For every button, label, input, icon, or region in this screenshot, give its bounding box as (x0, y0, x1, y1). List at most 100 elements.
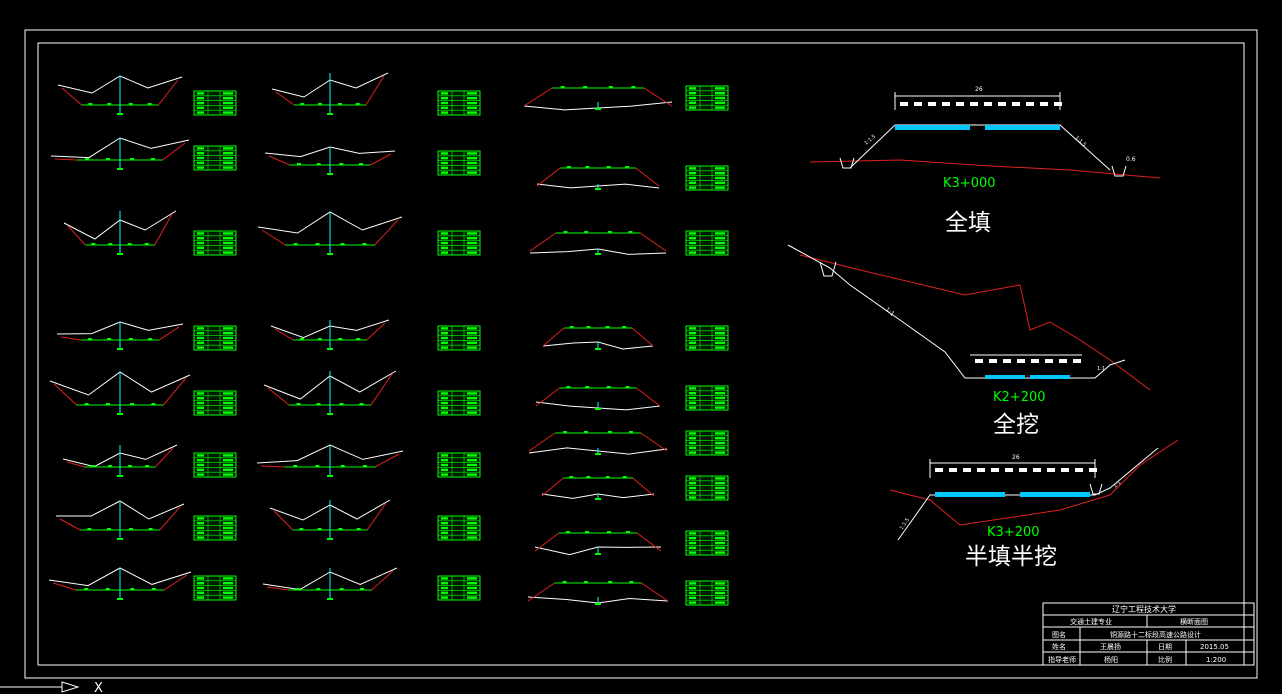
marker (88, 103, 93, 105)
marker (628, 431, 633, 433)
table-cell (223, 473, 233, 476)
section-table (437, 575, 481, 601)
marker (628, 231, 633, 233)
table-cell (197, 397, 204, 400)
table-cell (467, 161, 477, 165)
marker (84, 588, 89, 590)
typical-section-fill: 26 1:1.5 1:1.5 0.6 K3+000 全填 (809, 86, 1161, 236)
table-cell (715, 172, 725, 175)
table-cell (689, 601, 696, 604)
table-cell (689, 446, 696, 449)
marker (362, 465, 367, 467)
table-cell (689, 92, 696, 95)
table-cell (441, 341, 448, 344)
marker (622, 476, 627, 478)
section-table (685, 325, 729, 351)
table-cell (441, 106, 448, 109)
table-cell (223, 101, 233, 105)
cross-section (256, 444, 481, 478)
marker (584, 231, 589, 233)
dim-text-block (984, 102, 992, 106)
cross-section (48, 567, 237, 601)
cross-section (534, 530, 729, 556)
table-cell (689, 232, 696, 235)
table-cell (467, 241, 477, 245)
section-table (437, 90, 481, 116)
table-cell (197, 156, 204, 160)
marker (338, 103, 343, 105)
table-cell (441, 346, 448, 349)
table-cell (715, 336, 725, 340)
table-cell (223, 241, 233, 245)
table-cell (467, 251, 477, 254)
table-cell (689, 451, 696, 454)
dim-text-block (1031, 359, 1039, 363)
ucs-axis-icon: X (0, 681, 103, 694)
dim-text-block (1040, 102, 1048, 106)
station-tag (327, 113, 333, 115)
table-cell (223, 92, 233, 95)
station-tag (327, 598, 333, 600)
table-cell (689, 251, 696, 254)
marker (315, 465, 320, 467)
table-cell (467, 586, 477, 590)
dim-text-block (963, 468, 971, 472)
table-cell (715, 327, 725, 330)
table-cell (223, 401, 233, 405)
table-cell (441, 161, 448, 165)
fill-title: 全填 (945, 210, 991, 236)
table-cell (223, 152, 233, 155)
marker (105, 403, 110, 405)
cross-section (271, 72, 481, 116)
table-cell (689, 332, 696, 335)
marker (631, 86, 636, 88)
marker (316, 163, 321, 165)
table-cell (715, 477, 725, 480)
dim-text-block (1033, 468, 1041, 472)
cross-section (56, 321, 237, 351)
marker (293, 243, 298, 245)
section-table (193, 575, 237, 601)
table-cell (689, 532, 696, 535)
station-tag (595, 348, 601, 350)
table-cell (467, 463, 477, 467)
marker (605, 476, 610, 478)
marker (130, 403, 135, 405)
marker (108, 243, 113, 245)
cut-pavement-left (985, 375, 1025, 379)
table-cell (441, 241, 448, 245)
table-cell (467, 232, 477, 235)
marker (148, 338, 153, 340)
marker (340, 465, 345, 467)
table-cell (441, 591, 448, 594)
table-cell (441, 454, 448, 457)
marker (90, 465, 95, 467)
fill-pavement-right (985, 125, 1060, 130)
tb-advisor-value: 杨阳 (1104, 655, 1118, 664)
marker (130, 588, 135, 590)
table-cell (715, 186, 725, 189)
station-tag (595, 108, 601, 110)
table-cell (715, 591, 725, 595)
table-cell (467, 536, 477, 539)
table-cell (715, 246, 725, 249)
marker (107, 338, 112, 340)
x-axis-label: X (94, 681, 103, 694)
table-cell (715, 406, 725, 409)
table-cell (689, 181, 696, 184)
marker (338, 338, 343, 340)
half-width-label: 26 (1012, 454, 1020, 461)
marker (128, 338, 133, 340)
marker (356, 338, 361, 340)
table-cell (689, 346, 696, 349)
marker (108, 465, 113, 467)
fill-width-label: 26 (975, 86, 983, 93)
table-cell (441, 596, 448, 599)
table-cell (715, 92, 725, 95)
table-cell (441, 577, 448, 580)
table-cell (715, 176, 725, 180)
table-cell (197, 526, 204, 530)
table-cell (689, 176, 696, 180)
table-cell (223, 161, 233, 164)
